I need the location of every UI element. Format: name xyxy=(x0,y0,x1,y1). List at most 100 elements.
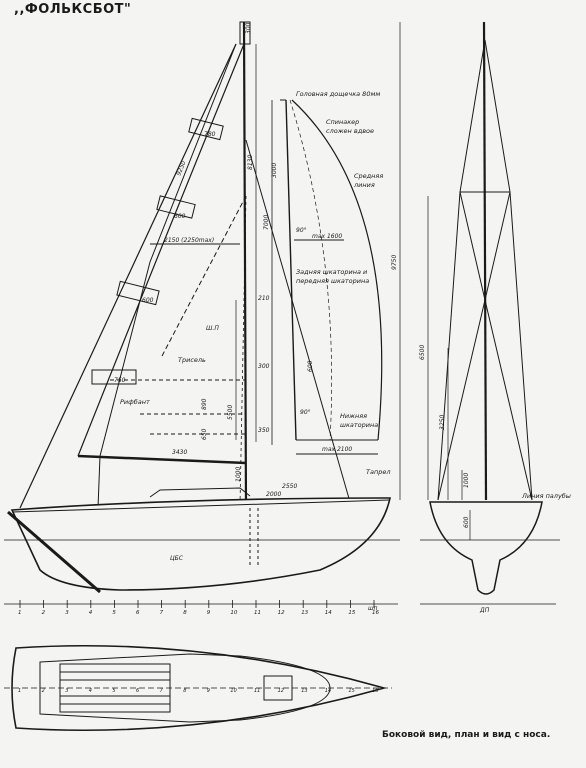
dim-2550: 2550 xyxy=(282,483,297,490)
station-label: 13 xyxy=(301,610,308,616)
label-spinnaker: Спинакер xyxy=(326,118,359,126)
dim-1000b: 1000 xyxy=(463,473,470,488)
plan-station-label: 15 xyxy=(348,688,354,694)
plan-station-label: 13 xyxy=(301,688,307,694)
dim-max2100: max 2100 xyxy=(322,446,352,453)
dim-750: 750 xyxy=(114,377,126,384)
plan-station-label: 10 xyxy=(230,688,236,694)
plan-station-label: 7 xyxy=(160,688,164,694)
dim-2150: 2150 (2250max) xyxy=(164,237,214,244)
front-view xyxy=(399,21,560,605)
forestay xyxy=(19,43,237,509)
label-tapreel: Тапрел xyxy=(366,468,390,476)
plan-station-label: 9 xyxy=(207,688,210,694)
plan-station-label: 14 xyxy=(325,688,331,694)
plan-station-label: 12 xyxy=(278,688,284,694)
front-mast xyxy=(482,21,488,501)
mast-head xyxy=(239,21,251,45)
plan-station-label: 3 xyxy=(65,688,68,694)
label-sail-plan: Ш.П xyxy=(206,325,219,332)
batten-2 xyxy=(156,195,196,219)
station-label: 8 xyxy=(183,610,187,616)
label-middle-line: Средняя xyxy=(354,172,383,180)
plan-station-label: 16 xyxy=(372,688,378,694)
label-reef: Рифбант xyxy=(120,398,150,406)
station-label: 5 xyxy=(112,610,116,616)
dim-3250: 3250 xyxy=(439,415,446,430)
station-label: 2 xyxy=(42,610,46,616)
batten-3 xyxy=(116,280,160,306)
station-label: 6 xyxy=(136,610,140,616)
drawing-title: ,,ФОЛЬКСБОТ" xyxy=(14,2,132,17)
spinnaker-leech xyxy=(291,99,383,441)
dim-600c: 600 xyxy=(307,360,314,372)
dim-9250: 9250 xyxy=(175,160,187,177)
dim-650: 650 xyxy=(201,428,208,440)
spinnaker-view xyxy=(271,99,383,455)
dim-5500: 5500 xyxy=(227,405,234,420)
label-leech-2: передняя шкаторина xyxy=(296,277,369,285)
sheer-line xyxy=(11,499,391,513)
side-view xyxy=(4,21,400,605)
dim-210: 210 xyxy=(258,295,270,302)
station-label: 7 xyxy=(160,610,164,616)
dim-600a: 600 xyxy=(174,213,186,220)
dim-780: 780 xyxy=(204,131,216,138)
mainsail-leech xyxy=(77,43,245,457)
label-deck-line: Линия палубы xyxy=(521,492,571,500)
plan-station-label: 8 xyxy=(183,688,186,694)
plan-station-label: 6 xyxy=(136,688,139,694)
station-label: 3 xyxy=(65,610,69,616)
dim-3430: 3430 xyxy=(172,449,187,456)
dim-1000a: 1000 xyxy=(235,467,242,482)
station-label: 15 xyxy=(348,610,355,616)
plan-station-label: 11 xyxy=(254,688,260,694)
label-centerline-plane: ДП xyxy=(479,607,490,614)
label-lateral-center: ЦБС xyxy=(170,555,184,562)
station-label: 4 xyxy=(89,610,93,616)
plan-view xyxy=(4,644,392,732)
jib-leech xyxy=(97,43,237,509)
plan-station-label: 2 xyxy=(42,688,45,694)
dim-300-top: 300 xyxy=(245,22,252,34)
dim-90b: 90° xyxy=(300,409,311,416)
label-spinnaker-2: сложен вдвое xyxy=(326,127,374,135)
station-label: 1 xyxy=(18,610,22,616)
mast xyxy=(242,21,248,509)
station-label: 12 xyxy=(278,610,285,616)
label-middle-line-2: линия xyxy=(353,181,375,189)
station-label: 14 xyxy=(325,610,332,616)
cabin xyxy=(149,487,251,498)
label-units: шп xyxy=(368,605,377,612)
plan-station-label: 5 xyxy=(112,688,115,694)
dim-90a: 90° xyxy=(296,227,307,234)
station-label: 16 xyxy=(372,610,379,616)
dim-890: 890 xyxy=(201,398,208,410)
trysail-leech xyxy=(161,195,247,357)
plan-station-label: 1 xyxy=(18,688,21,694)
plan-station-label: 4 xyxy=(89,688,92,694)
station-label: 10 xyxy=(230,610,237,616)
label-foot-2: шкаторина xyxy=(340,421,378,429)
dim-7000: 7000 xyxy=(263,215,270,230)
dim-max1600: max 1600 xyxy=(312,233,342,240)
label-trysail: Трисель xyxy=(178,356,206,364)
hull-side xyxy=(10,497,391,591)
spinnaker-middle xyxy=(289,99,333,441)
batten-1 xyxy=(188,117,224,141)
batten-4 xyxy=(91,369,137,385)
plan-deck-outline xyxy=(11,644,387,732)
station-ticks xyxy=(19,600,375,608)
station-label: 11 xyxy=(254,610,261,616)
label-foot: Нижняя xyxy=(340,412,367,420)
dim-9750: 9750 xyxy=(391,255,398,270)
dim-300b: 300 xyxy=(258,363,270,370)
dim-8130: 8130 xyxy=(247,155,254,170)
station-label: 9 xyxy=(207,610,211,616)
backstay xyxy=(245,139,351,503)
annotations: 300 8130 9250 780 600 2150 (2250max) 600… xyxy=(114,22,571,614)
